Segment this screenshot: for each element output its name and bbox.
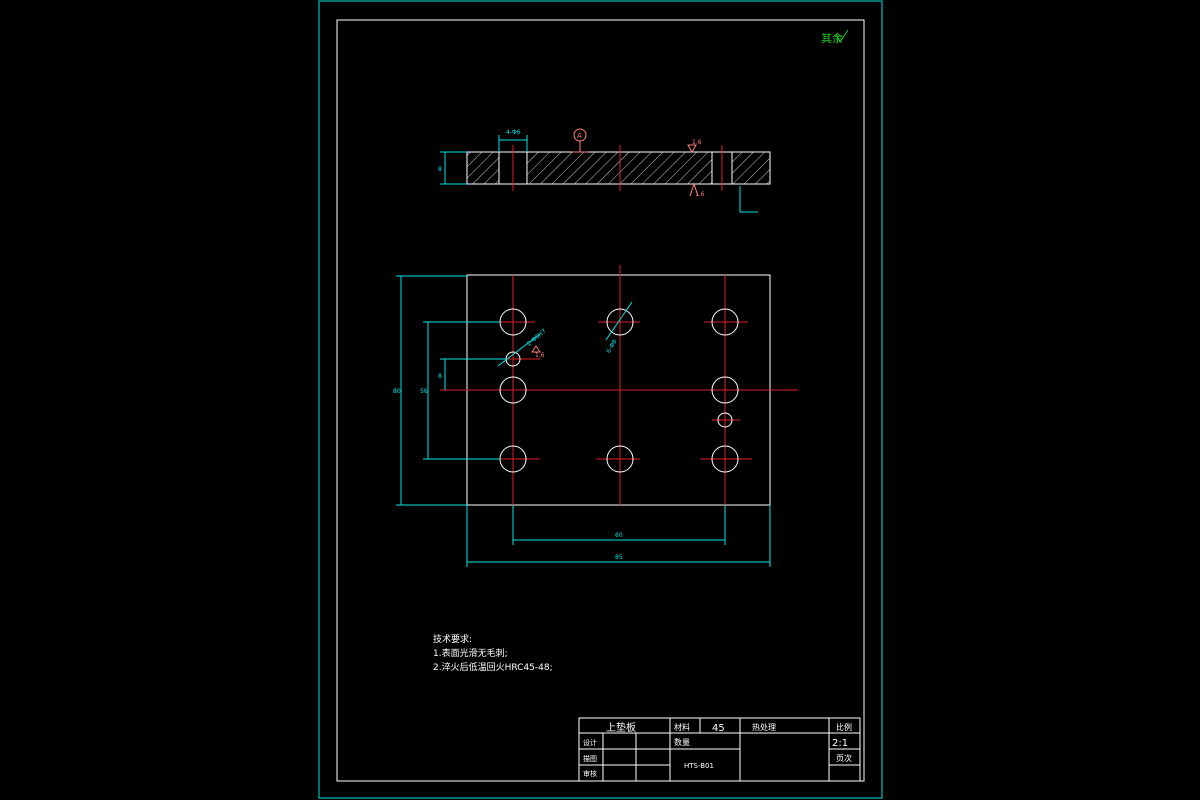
bolt-hole bbox=[606, 445, 634, 473]
dowel-roughness: 1.6 bbox=[535, 352, 545, 359]
drawing-number: HTS-B01 bbox=[684, 762, 714, 770]
hatch-left bbox=[467, 152, 499, 184]
tech-note-item: 2.淬火后低温回火HRC45-48; bbox=[433, 661, 553, 673]
bolt-hole bbox=[711, 376, 739, 404]
dim-width-inner: 60 bbox=[615, 532, 623, 539]
roughness-bottom-icon bbox=[689, 182, 699, 197]
inner-frame bbox=[336, 19, 865, 782]
section-hole-label: 4-Φ6 bbox=[506, 129, 521, 136]
title-block: 上垫板 材料 45 热处理 比例 2:1 数量 设计 描图 审核 HTS-B01… bbox=[578, 717, 861, 782]
material-label: 材料 bbox=[674, 722, 690, 732]
check-label: 审核 bbox=[583, 769, 597, 778]
stamp-roughness-symbol bbox=[835, 29, 849, 43]
section-thickness-label: 8 bbox=[438, 166, 442, 173]
dowel-hole bbox=[717, 412, 733, 428]
dim-height-inner: 56 bbox=[420, 388, 428, 395]
dowel-hole-label: 2-Φ6H7 bbox=[526, 328, 548, 348]
draw-label: 描图 bbox=[583, 754, 597, 763]
dim-width-outer: 85 bbox=[615, 554, 623, 561]
dim-height-outer: 80 bbox=[393, 388, 401, 395]
section-leader bbox=[739, 186, 758, 213]
dowel-roughness-icon bbox=[531, 345, 541, 353]
plan-view: 2-Φ6H7 1.6 6-Φ8 80 56 8 60 85 bbox=[393, 265, 798, 567]
roughness-top: 1.6 bbox=[692, 139, 702, 146]
datum-label: A bbox=[577, 132, 582, 140]
bolt-hole bbox=[606, 308, 634, 336]
roughness-bottom: 1.6 bbox=[695, 191, 705, 198]
section-view: 4-Φ6 8 A 1.6 1.6 bbox=[438, 128, 771, 213]
roughness-top-icon bbox=[687, 144, 697, 154]
sheet-label: 页次 bbox=[836, 753, 852, 763]
material-value: 45 bbox=[712, 723, 725, 734]
heat-treatment-label: 热处理 bbox=[752, 722, 776, 732]
roughness-stamp: 其余 bbox=[821, 29, 849, 45]
scale-label: 比例 bbox=[836, 722, 852, 732]
bolt-hole bbox=[711, 308, 739, 336]
tech-note-item: 1.表面光滑无毛刺; bbox=[433, 647, 508, 659]
part-name: 上垫板 bbox=[606, 721, 636, 734]
bolt-hole bbox=[711, 445, 739, 473]
outer-frame bbox=[318, 0, 883, 799]
bolt-hole-label: 6-Φ8 bbox=[605, 338, 618, 354]
hatch-right bbox=[732, 152, 770, 184]
dim-small: 8 bbox=[438, 373, 442, 380]
tech-notes-title: 技术要求: bbox=[433, 633, 472, 645]
stamp-text: 其余 bbox=[821, 31, 843, 45]
tech-notes: 技术要求: 1.表面光滑无毛刺; 2.淬火后低温回火HRC45-48; bbox=[433, 633, 553, 673]
design-label: 设计 bbox=[583, 738, 597, 747]
quantity-label: 数量 bbox=[674, 737, 690, 747]
bolt-hole bbox=[499, 376, 527, 404]
scale-value: 2:1 bbox=[832, 738, 848, 749]
